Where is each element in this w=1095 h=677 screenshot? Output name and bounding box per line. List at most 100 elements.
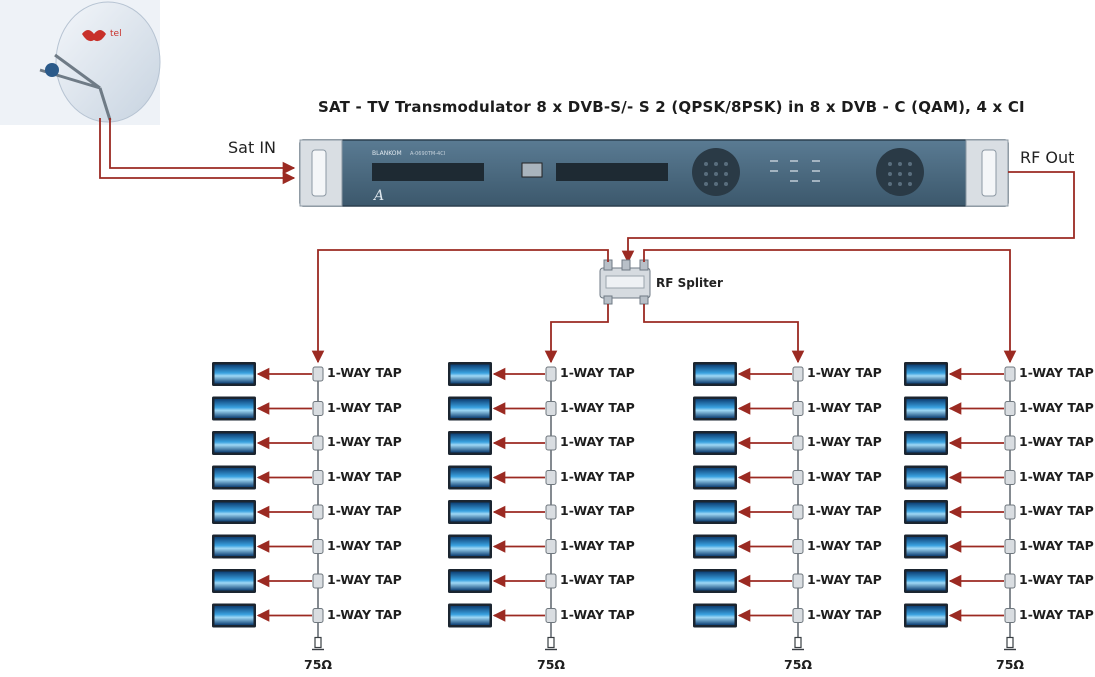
tv-screen xyxy=(450,571,490,591)
tap-icon xyxy=(792,366,804,382)
tap-label: 1-WAY TAP xyxy=(1019,399,1094,415)
tap-icon xyxy=(545,539,557,554)
tap-icon xyxy=(545,435,557,451)
tap-row xyxy=(904,431,1016,455)
tap-label: 1-WAY TAP xyxy=(327,606,402,622)
device-model-label: A-0690TM-4CI xyxy=(410,151,445,157)
tap-label: 1-WAY TAP xyxy=(1019,468,1094,484)
tap-icon xyxy=(792,435,804,451)
tv-screen xyxy=(906,537,946,556)
tv-screen xyxy=(906,433,946,453)
tap-label: 1-WAY TAP xyxy=(807,606,882,622)
tap-label: 1-WAY TAP xyxy=(1019,503,1094,518)
tap-icon xyxy=(312,504,324,520)
tap-label: 1-WAY TAP xyxy=(560,399,635,415)
termination-label: 75Ω xyxy=(537,656,566,672)
rf-out-cable xyxy=(621,171,1075,264)
tap-icon xyxy=(545,608,557,623)
tap-icon xyxy=(792,573,804,589)
termination-resistor-icon xyxy=(792,636,804,651)
tap-label: 1-WAY TAP xyxy=(327,572,402,587)
tv-screen xyxy=(450,364,490,384)
tap-row xyxy=(212,431,324,455)
termination-label: 75Ω xyxy=(996,656,1025,672)
tap-icon xyxy=(545,401,557,416)
tap-row xyxy=(448,431,557,455)
tap-row xyxy=(904,534,1016,559)
svg-text:A: A xyxy=(372,188,384,204)
tap-row xyxy=(448,362,557,386)
tap-label: 1-WAY TAP xyxy=(807,399,882,415)
tap-label: 1-WAY TAP xyxy=(1019,434,1094,449)
tap-label: 1-WAY TAP xyxy=(327,434,402,449)
tap-icon xyxy=(1004,608,1016,623)
tv-screen xyxy=(695,364,735,384)
tap-row xyxy=(904,362,1016,386)
tv-screen xyxy=(695,571,735,591)
tap-row xyxy=(448,396,557,421)
tap-row xyxy=(212,362,324,386)
tap-icon xyxy=(1004,573,1016,589)
tv-screen xyxy=(450,433,490,453)
tap-icon xyxy=(545,366,557,382)
satellite-dish-icon: tel xyxy=(0,0,161,125)
tap-row xyxy=(904,569,1016,593)
tap-icon xyxy=(312,470,324,485)
tv-screen xyxy=(695,502,735,522)
tap-label: 1-WAY TAP xyxy=(327,399,402,415)
tap-row xyxy=(448,534,557,559)
tap-row xyxy=(693,534,804,559)
tap-label: 1-WAY TAP xyxy=(807,572,882,587)
tv-screen xyxy=(906,571,946,591)
tap-label: 1-WAY TAP xyxy=(560,606,635,622)
termination-resistor-icon xyxy=(312,636,324,651)
tap-icon xyxy=(792,470,804,485)
tap-row xyxy=(448,603,557,628)
tap-row xyxy=(693,362,804,386)
tap-label: 1-WAY TAP xyxy=(807,468,882,484)
rf-out-label: RF Out xyxy=(1020,148,1075,167)
sat-in-cables xyxy=(99,118,296,185)
tap-icon xyxy=(545,573,557,589)
tap-icon xyxy=(312,366,324,382)
tap-row xyxy=(693,569,804,593)
tap-row xyxy=(448,569,557,593)
termination-label: 75Ω xyxy=(304,656,333,672)
tv-screen xyxy=(906,468,946,487)
tap-row xyxy=(212,534,324,559)
tap-icon xyxy=(792,504,804,520)
tap-label: 1-WAY TAP xyxy=(807,503,882,518)
sat-in-label: Sat IN xyxy=(228,138,277,157)
tap-label: 1-WAY TAP xyxy=(327,468,402,484)
rf-splitter-label: RF Spliter xyxy=(656,276,723,290)
tap-icon xyxy=(1004,539,1016,554)
transmodulator-device: BLANKOM A-0690TM-4CI A xyxy=(299,139,1009,207)
tap-icon xyxy=(312,435,324,451)
tv-screen xyxy=(695,606,735,625)
branches-layer xyxy=(212,362,1016,651)
tap-icon xyxy=(1004,401,1016,416)
tv-screen xyxy=(906,399,946,418)
tap-row xyxy=(904,603,1016,628)
tap-row xyxy=(904,396,1016,421)
tap-row xyxy=(693,396,804,421)
splitter-output-cables xyxy=(311,249,1017,364)
tap-label: 1-WAY TAP xyxy=(327,537,402,553)
tap-row xyxy=(904,500,1016,524)
tap-icon xyxy=(312,608,324,623)
tap-row xyxy=(904,465,1016,490)
tap-row xyxy=(212,500,324,524)
tap-label: 1-WAY TAP xyxy=(807,537,882,553)
tap-row xyxy=(212,603,324,628)
tv-screen xyxy=(906,364,946,384)
tap-label: 1-WAY TAP xyxy=(807,434,882,449)
tap-label: 1-WAY TAP xyxy=(1019,606,1094,622)
tap-label: 1-WAY TAP xyxy=(1019,537,1094,553)
tap-label: 1-WAY TAP xyxy=(327,365,402,380)
tap-icon xyxy=(1004,366,1016,382)
device-brand-label: BLANKOM xyxy=(372,150,402,157)
tap-icon xyxy=(1004,504,1016,520)
tv-screen xyxy=(450,537,490,556)
tap-icon xyxy=(1004,470,1016,485)
tv-screen xyxy=(906,606,946,625)
